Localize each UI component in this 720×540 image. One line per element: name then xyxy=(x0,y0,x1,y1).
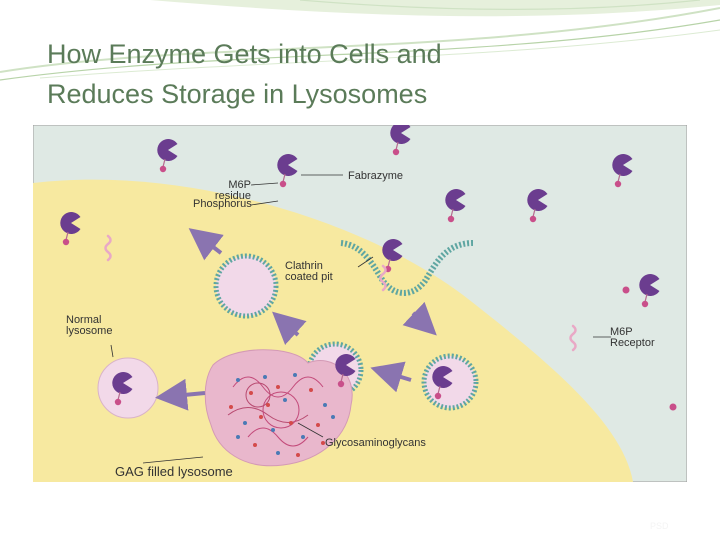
normal-lysosome-label: Normal lysosome xyxy=(66,315,112,337)
slide-title: How Enzyme Gets into Cells and Reduces S… xyxy=(47,34,687,114)
clathrin-coated-pit-label: Clathrin coated pit xyxy=(285,261,333,283)
phosphorus-label: Phosphorus xyxy=(193,198,252,210)
m6p-residue-label: M6P residue xyxy=(214,179,251,202)
gag-dots xyxy=(229,373,335,457)
normal-line-1: Normal xyxy=(66,314,102,326)
receptor-line-2: Receptor xyxy=(610,337,655,349)
clathrin-line-2: coated pit xyxy=(285,271,333,283)
diagram-illustration xyxy=(32,121,688,483)
leaf-swoosh-decoration xyxy=(0,0,720,81)
receptor-line-1: M6P xyxy=(610,326,633,338)
title-line-1: How Enzyme Gets into Cells and xyxy=(47,39,442,69)
coated-vesicle-top xyxy=(213,253,279,319)
m6p-receptor-label: M6P Receptor xyxy=(610,327,655,349)
enzyme-uptake-diagram: Fabrazyme M6P residue Phosphorus Clathri… xyxy=(32,121,688,483)
clathrin-line-1: Clathrin xyxy=(285,260,323,272)
title-line-2: Reduces Storage in Lysosomes xyxy=(47,79,428,109)
leader-lines xyxy=(110,174,611,464)
gag-filled-lysosome-label: GAG filled lysosome xyxy=(115,464,233,479)
glycosaminoglycans-label: Glycosaminoglycans xyxy=(325,437,426,449)
normal-line-2: lysosome xyxy=(66,325,113,337)
fabrazyme-label: Fabrazyme xyxy=(348,170,404,182)
pathway-arrows xyxy=(155,228,437,411)
footer-text: PSD xyxy=(650,521,669,531)
gag-chains xyxy=(227,376,324,447)
